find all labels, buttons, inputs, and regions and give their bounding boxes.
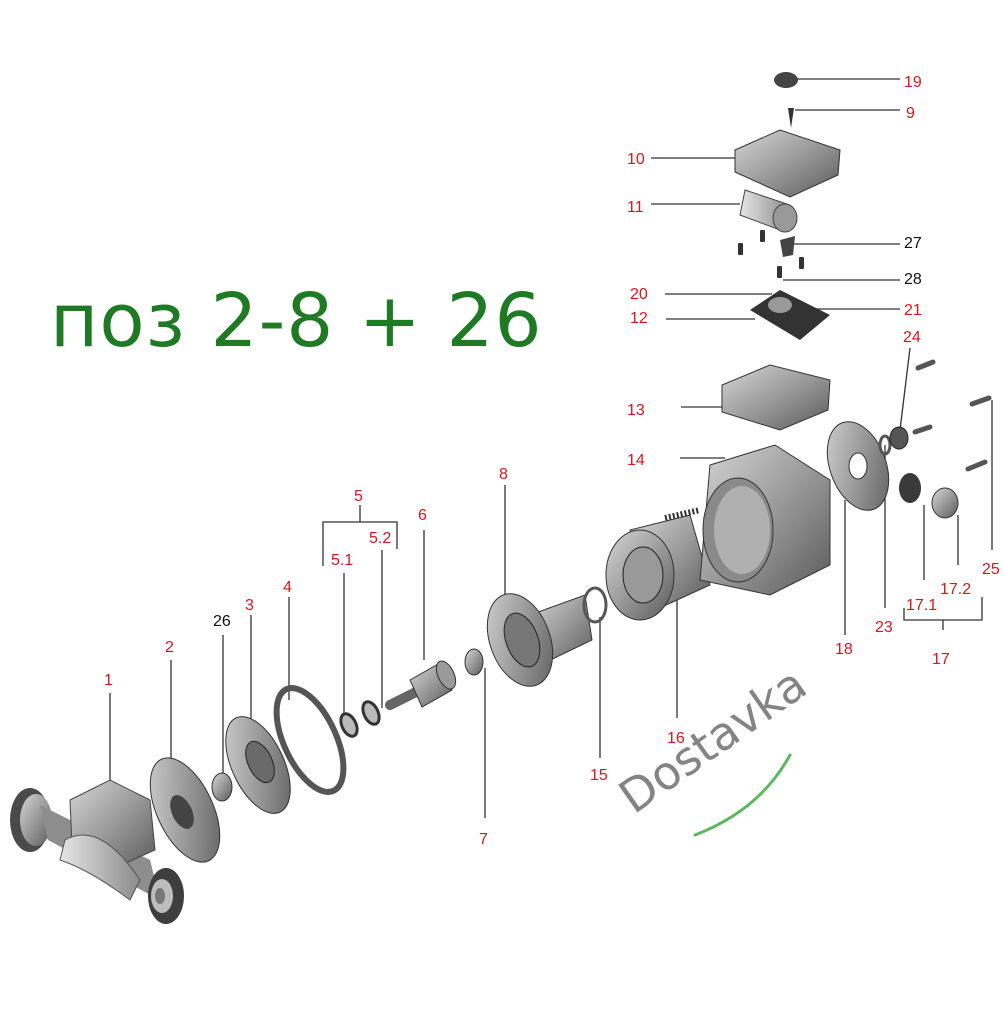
part-7-bushing xyxy=(464,648,484,676)
part-5-2-seal xyxy=(361,700,381,726)
label-17: 17 xyxy=(932,651,950,668)
label-27: 27 xyxy=(904,235,922,252)
label-4: 4 xyxy=(283,579,292,596)
label-7: 7 xyxy=(479,831,488,848)
leader-lines xyxy=(109,78,993,818)
part-10-cover xyxy=(734,129,841,198)
label-28: 28 xyxy=(904,271,922,288)
part-11-capacitor xyxy=(739,189,798,233)
part-8-rotor-can xyxy=(486,593,593,687)
part-4-o-ring xyxy=(273,685,347,795)
label-17-1: 17.1 xyxy=(906,597,938,614)
part-1-pump-housing xyxy=(10,779,184,924)
part-15-o-ring xyxy=(582,586,608,624)
label-5: 5 xyxy=(354,488,363,505)
part-16-stator xyxy=(605,507,711,621)
part-5-1-seal xyxy=(339,712,359,738)
part-24-nut xyxy=(889,426,909,450)
label-11: 11 xyxy=(627,199,644,216)
part-12-circuit-board xyxy=(750,290,830,340)
watermark-swoosh xyxy=(693,753,792,837)
part-27-plug xyxy=(780,236,795,257)
part-14-stator-housing xyxy=(699,444,831,596)
label-8: 8 xyxy=(499,466,508,483)
label-19: 19 xyxy=(904,74,922,91)
part-25-bolts xyxy=(912,359,992,472)
part-28-screws xyxy=(738,230,804,278)
label-14: 14 xyxy=(627,452,645,469)
label-17-2: 17.2 xyxy=(940,581,972,598)
label-1: 1 xyxy=(104,672,113,689)
part-2-impeller xyxy=(149,757,221,863)
part-19-knob xyxy=(774,72,798,88)
part-6-rotor xyxy=(385,660,457,710)
part-23-washer xyxy=(878,434,892,456)
label-2: 2 xyxy=(165,639,174,656)
label-25: 25 xyxy=(982,561,1000,578)
label-20: 20 xyxy=(630,286,648,303)
part-26-spacer xyxy=(211,772,233,802)
part-17-1-gland xyxy=(899,473,921,503)
label-3: 3 xyxy=(245,597,254,614)
label-10: 10 xyxy=(627,151,645,168)
label-16: 16 xyxy=(667,730,685,747)
label-23: 23 xyxy=(875,619,893,636)
label-9: 9 xyxy=(906,105,915,122)
part-9-screw xyxy=(788,108,794,128)
label-26: 26 xyxy=(213,613,231,630)
label-5-2: 5.2 xyxy=(369,530,392,547)
label-18: 18 xyxy=(835,641,853,658)
label-15: 15 xyxy=(590,767,608,784)
part-17-2-gland xyxy=(931,487,959,519)
label-6: 6 xyxy=(418,507,427,524)
label-13: 13 xyxy=(627,402,645,419)
position-heading: поз 2-8 + 26 xyxy=(50,278,543,364)
label-21: 21 xyxy=(904,302,922,319)
part-13-terminal-box xyxy=(721,364,831,431)
label-24: 24 xyxy=(903,329,921,346)
label-5-1: 5.1 xyxy=(331,552,354,569)
label-12: 12 xyxy=(630,310,648,327)
part-18-flange xyxy=(826,421,890,511)
part-3-bearing-plate xyxy=(225,716,291,814)
